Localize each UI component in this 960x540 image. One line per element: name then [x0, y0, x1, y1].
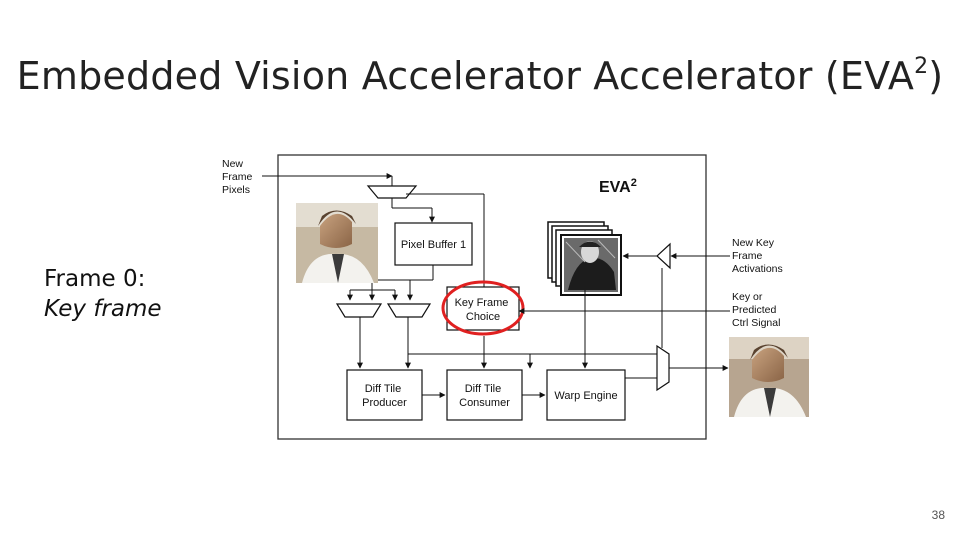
- eva2-label: EVA2: [599, 177, 637, 196]
- diff-tile-consumer-block: [446, 369, 523, 421]
- title-close: ): [928, 54, 944, 98]
- activation-stack: [547, 221, 622, 296]
- frame-input-photo: [296, 203, 378, 283]
- warp-engine-label: Warp Engine: [554, 390, 617, 402]
- output-mux: [656, 344, 670, 392]
- key-frame-choice-block: [446, 286, 520, 331]
- key-or-predicted-ctrl-label: Key or Predicted Ctrl Signal: [732, 291, 780, 329]
- warp-engine-block: [546, 369, 626, 421]
- key-frame-choice-label: Key Frame Choice: [455, 297, 512, 323]
- title-superscript: 2: [914, 54, 929, 79]
- frame-label-type: Key frame: [44, 296, 162, 322]
- right-mux: [386, 303, 432, 318]
- activations-mux: [656, 242, 671, 270]
- left-mux: [335, 303, 383, 318]
- pixel-buffer-block: [394, 222, 473, 266]
- top-mux: [366, 185, 418, 199]
- frame-output-photo: [729, 337, 809, 417]
- page-number: 38: [931, 508, 945, 522]
- new-key-frame-activations-label: New Key Frame Activations: [732, 237, 783, 275]
- title-main: Embedded Vision Accelerator Accelerator …: [16, 54, 915, 98]
- new-frame-pixels-label: New Frame Pixels: [222, 158, 255, 196]
- pixel-buffer-label: Pixel Buffer 1: [401, 239, 466, 251]
- diff-tile-producer-block: [346, 369, 423, 421]
- slide-title: Embedded Vision Accelerator Accelerator …: [0, 54, 960, 98]
- frame-label: Frame 0: Key frame: [44, 264, 162, 324]
- diff-tile-producer-label: Diff Tile Producer: [362, 383, 407, 409]
- diff-tile-consumer-label: Diff Tile Consumer: [459, 383, 510, 409]
- frame-label-number: Frame 0:: [44, 266, 146, 292]
